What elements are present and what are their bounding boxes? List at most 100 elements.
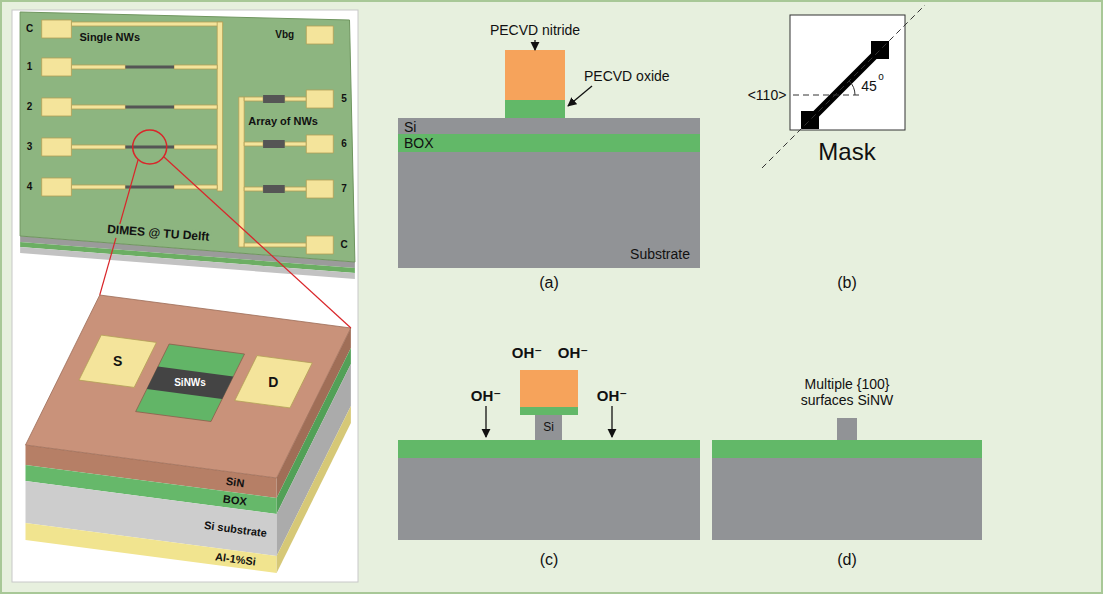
pointer-arrow bbox=[534, 40, 535, 50]
sin-top bbox=[26, 295, 351, 478]
step-d bbox=[712, 418, 982, 540]
terminal-label: S bbox=[113, 353, 122, 369]
oxide-mask bbox=[505, 100, 565, 118]
box-layer bbox=[712, 440, 982, 458]
source-pad bbox=[79, 335, 156, 387]
contact-pad bbox=[306, 236, 333, 254]
etchant-label: OH⁻ bbox=[558, 344, 588, 361]
step-b bbox=[762, 5, 925, 168]
contact-pad bbox=[42, 20, 72, 38]
pad-number: 6 bbox=[341, 138, 347, 150]
drain-pad bbox=[235, 356, 312, 408]
wire bbox=[285, 97, 307, 101]
box-layer bbox=[398, 440, 700, 458]
zoomed-device bbox=[26, 295, 351, 573]
si-pillar bbox=[535, 415, 562, 440]
wire bbox=[217, 22, 222, 191]
nanowire-band bbox=[147, 367, 233, 399]
angle-value: 45 bbox=[861, 78, 877, 94]
pad-label: Vbg bbox=[275, 29, 294, 41]
chip-panel bbox=[12, 10, 358, 582]
etchant-label: OH⁻ bbox=[512, 344, 542, 361]
wire bbox=[71, 185, 125, 189]
part-label: PECVD nitride bbox=[490, 22, 580, 38]
pad-number: 4 bbox=[27, 181, 33, 193]
wire bbox=[71, 145, 125, 149]
group-title: Single NWs bbox=[80, 31, 141, 44]
nitride-mask bbox=[520, 370, 578, 407]
etch-arrow bbox=[611, 406, 612, 437]
nanowire-array bbox=[263, 95, 285, 103]
pad-number: 2 bbox=[27, 101, 33, 113]
substrate-band: Substrate bbox=[398, 152, 700, 268]
nanowire-array bbox=[263, 140, 285, 148]
group-title: Array of NWs bbox=[248, 115, 318, 128]
terminal-label: D bbox=[268, 374, 278, 390]
wire bbox=[244, 142, 263, 146]
wire bbox=[239, 97, 244, 247]
contact-pad bbox=[306, 90, 333, 108]
single-nanowires bbox=[125, 66, 174, 189]
zoom-circle bbox=[133, 130, 167, 164]
nanowire-label: SiNWs bbox=[174, 377, 206, 389]
contact-pad bbox=[42, 138, 72, 156]
box-layer-band: BOX bbox=[398, 134, 700, 152]
panel-tag: (c) bbox=[540, 551, 559, 569]
step-c bbox=[398, 370, 700, 540]
pad-number: 7 bbox=[341, 183, 347, 195]
note-text: Multiple {100} surfaces SiNW bbox=[786, 376, 908, 408]
part-label: Si bbox=[543, 421, 554, 435]
contact-pad bbox=[42, 178, 72, 196]
wire bbox=[244, 97, 263, 101]
layer-label: SiN bbox=[225, 475, 245, 490]
wire bbox=[244, 243, 306, 247]
nanowire bbox=[125, 106, 174, 109]
angle-arc bbox=[849, 81, 855, 95]
direction-label: <110> bbox=[748, 87, 787, 103]
pad-number: 3 bbox=[27, 141, 33, 153]
oxide-mask bbox=[520, 407, 578, 415]
nanowire bbox=[125, 66, 174, 69]
step-a bbox=[505, 40, 592, 118]
wire bbox=[174, 145, 217, 149]
pad-number: 1 bbox=[27, 61, 33, 73]
etchant-label: OH⁻ bbox=[597, 387, 627, 404]
mask-title: Mask bbox=[818, 138, 875, 166]
panel-tag: (b) bbox=[837, 274, 857, 292]
board-top bbox=[20, 12, 355, 262]
wire bbox=[174, 105, 217, 109]
wire bbox=[71, 65, 125, 69]
layer-name: Si bbox=[404, 119, 416, 135]
substrate-layer bbox=[398, 458, 700, 540]
dashed-axis bbox=[762, 5, 925, 168]
sin-window bbox=[136, 344, 245, 422]
pointer-arrow bbox=[568, 86, 592, 106]
layer-name: BOX bbox=[404, 135, 434, 151]
wire bbox=[244, 187, 263, 191]
chip-illustration bbox=[20, 12, 355, 573]
single-nw-wiring bbox=[42, 20, 223, 196]
wire bbox=[71, 22, 222, 26]
contact-pad bbox=[306, 180, 333, 198]
contact-pad bbox=[306, 26, 333, 44]
part-label: PECVD oxide bbox=[584, 68, 670, 84]
pad-label: C bbox=[341, 239, 348, 251]
pad-number: 5 bbox=[341, 93, 347, 105]
contact-pad bbox=[42, 98, 72, 116]
etch-arrow bbox=[485, 406, 486, 437]
contact-pad bbox=[42, 58, 72, 76]
panel-tag: (a) bbox=[539, 274, 559, 292]
etchant-label: OH⁻ bbox=[471, 387, 501, 404]
array-nw-wiring bbox=[239, 26, 334, 254]
wire bbox=[285, 142, 307, 146]
nanowire-arrays bbox=[263, 95, 285, 193]
wire bbox=[71, 105, 125, 109]
degree-mark: o bbox=[878, 71, 884, 83]
pad-label: C bbox=[26, 23, 33, 35]
contact-pad bbox=[306, 135, 333, 153]
panel-tag: (d) bbox=[837, 551, 857, 569]
nanowire-array bbox=[263, 185, 285, 193]
